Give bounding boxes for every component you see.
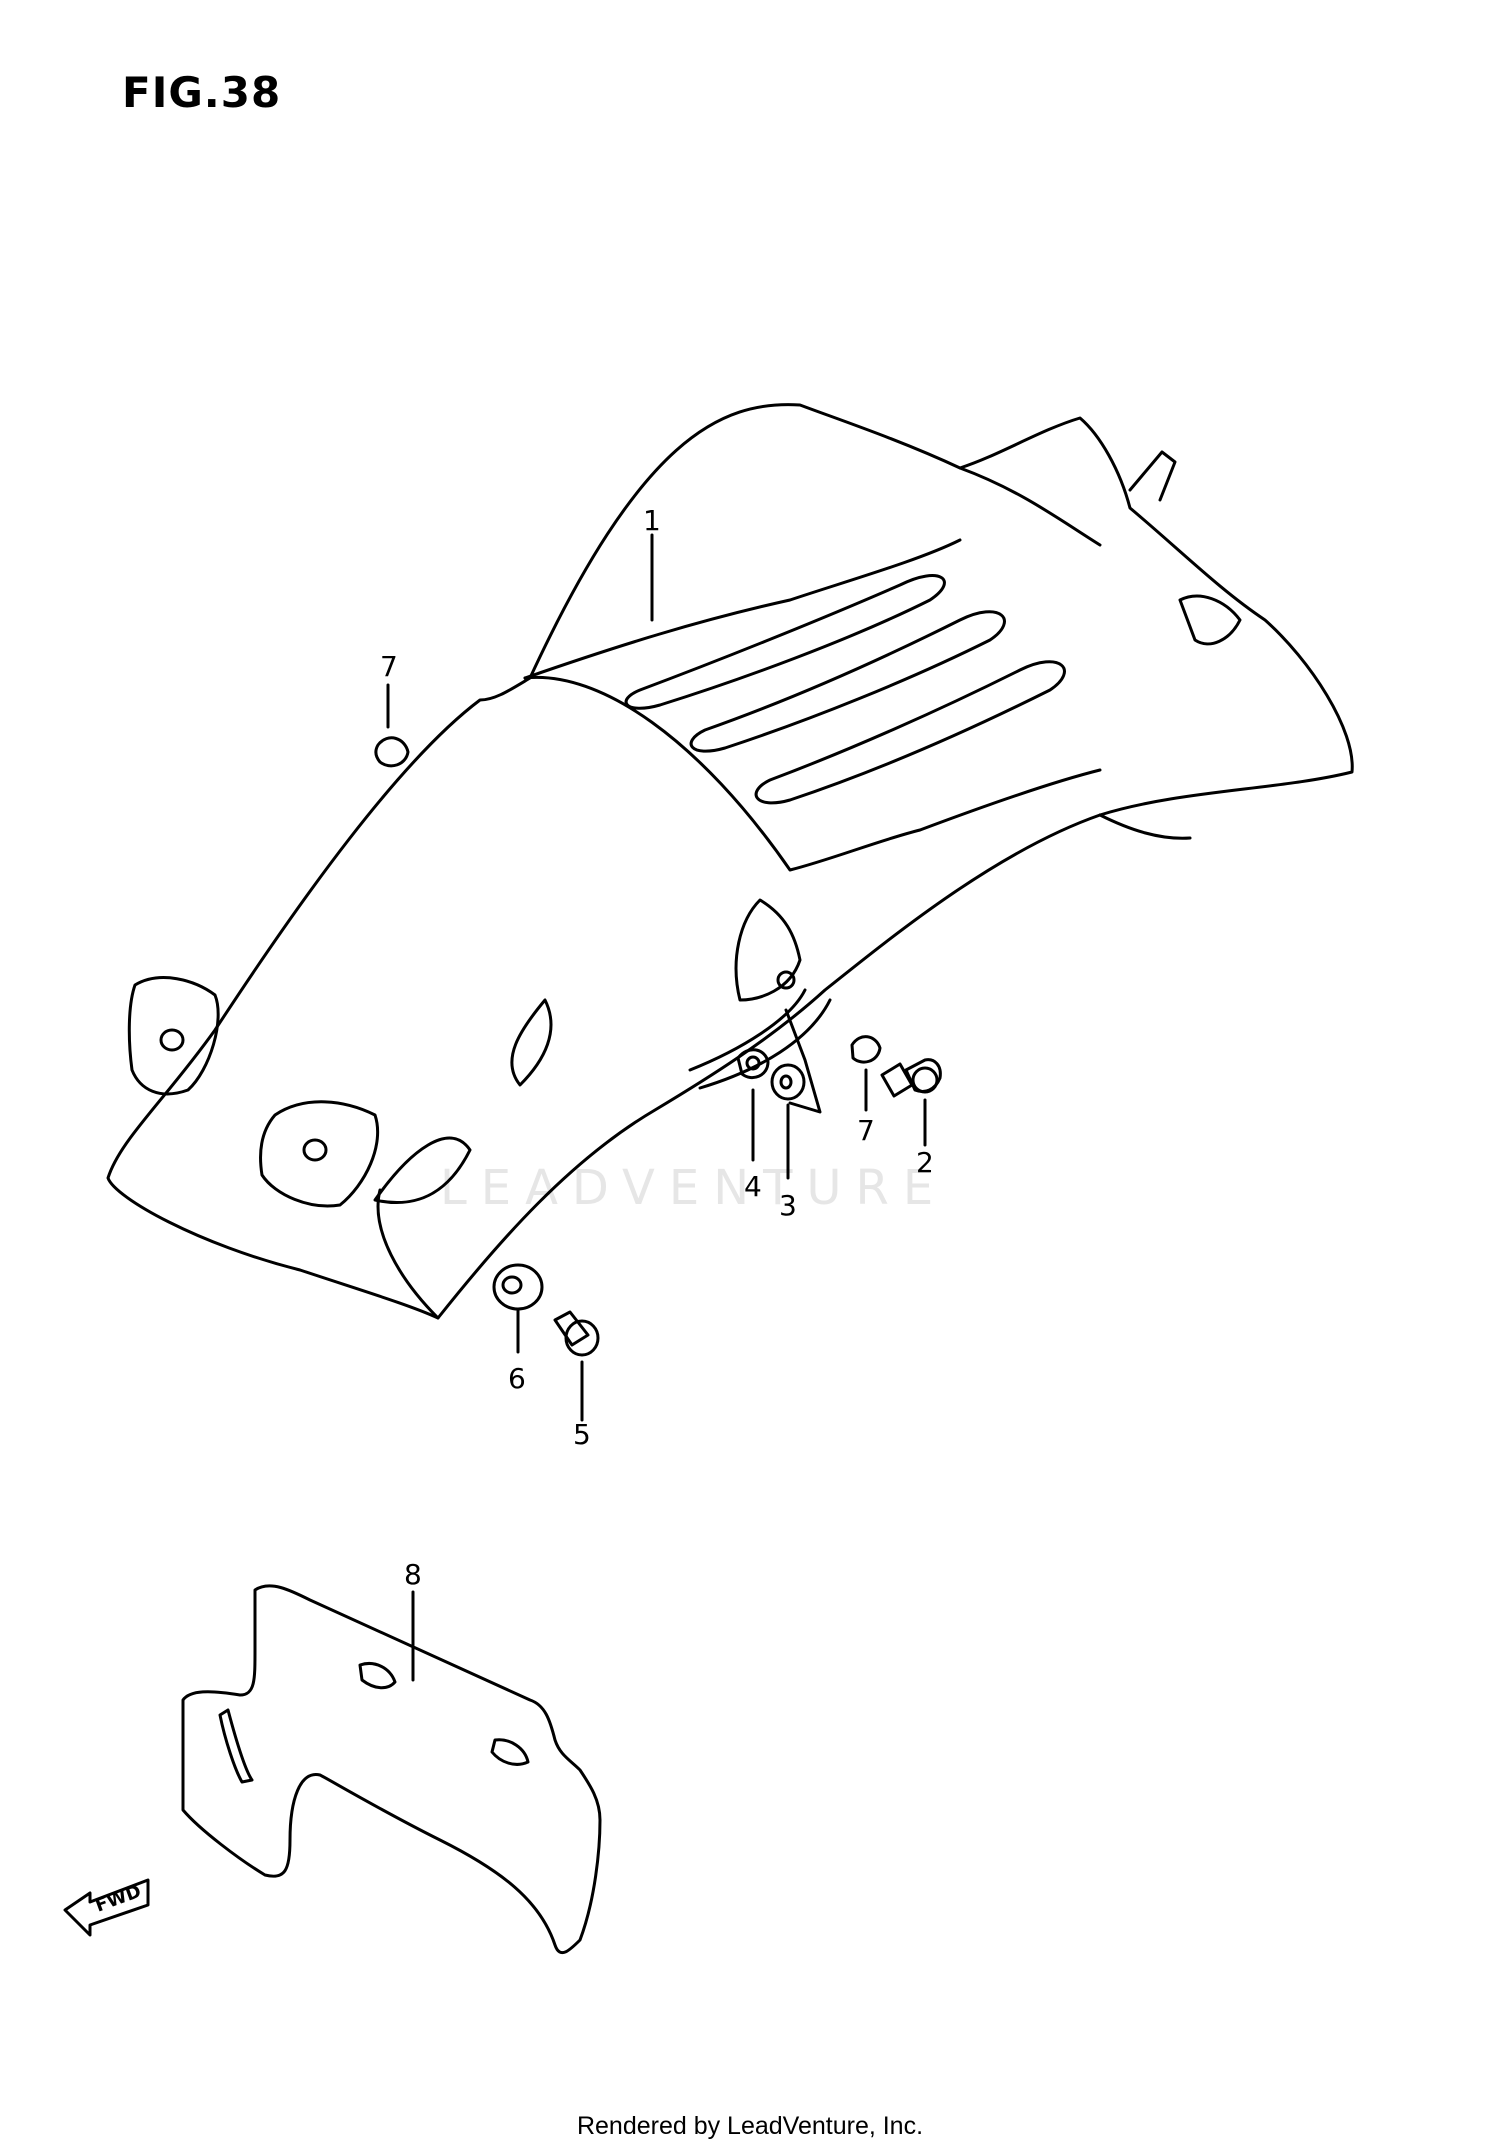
part-4-nut	[736, 1048, 770, 1162]
fwd-arrow-icon	[63, 1878, 150, 1937]
callout-4: 4	[744, 1170, 762, 1203]
callout-6: 6	[508, 1362, 526, 1395]
part-8-license-plate-bracket	[181, 1584, 602, 1955]
figure-title: FIG.38	[122, 68, 282, 117]
part-3-washer	[770, 1008, 822, 1180]
callout-5: 5	[573, 1418, 591, 1451]
callout-3: 3	[779, 1189, 797, 1222]
callout-7-upper: 7	[380, 650, 398, 683]
part-7-grommet-right	[850, 1035, 882, 1112]
watermark: LEADVENTURE	[440, 1160, 948, 1216]
rear-fender	[106, 403, 1354, 1320]
callout-1: 1	[643, 504, 661, 537]
callout-7-right: 7	[857, 1114, 875, 1147]
part-2-bolt	[880, 1058, 942, 1147]
footer-credit: Rendered by LeadVenture, Inc.	[576, 2112, 924, 2140]
part-6-washer	[492, 1263, 544, 1354]
part-5-bolt	[553, 1310, 600, 1422]
callout-2: 2	[916, 1146, 934, 1179]
callout-8: 8	[404, 1558, 422, 1591]
part-7-grommet-upper	[374, 683, 410, 768]
